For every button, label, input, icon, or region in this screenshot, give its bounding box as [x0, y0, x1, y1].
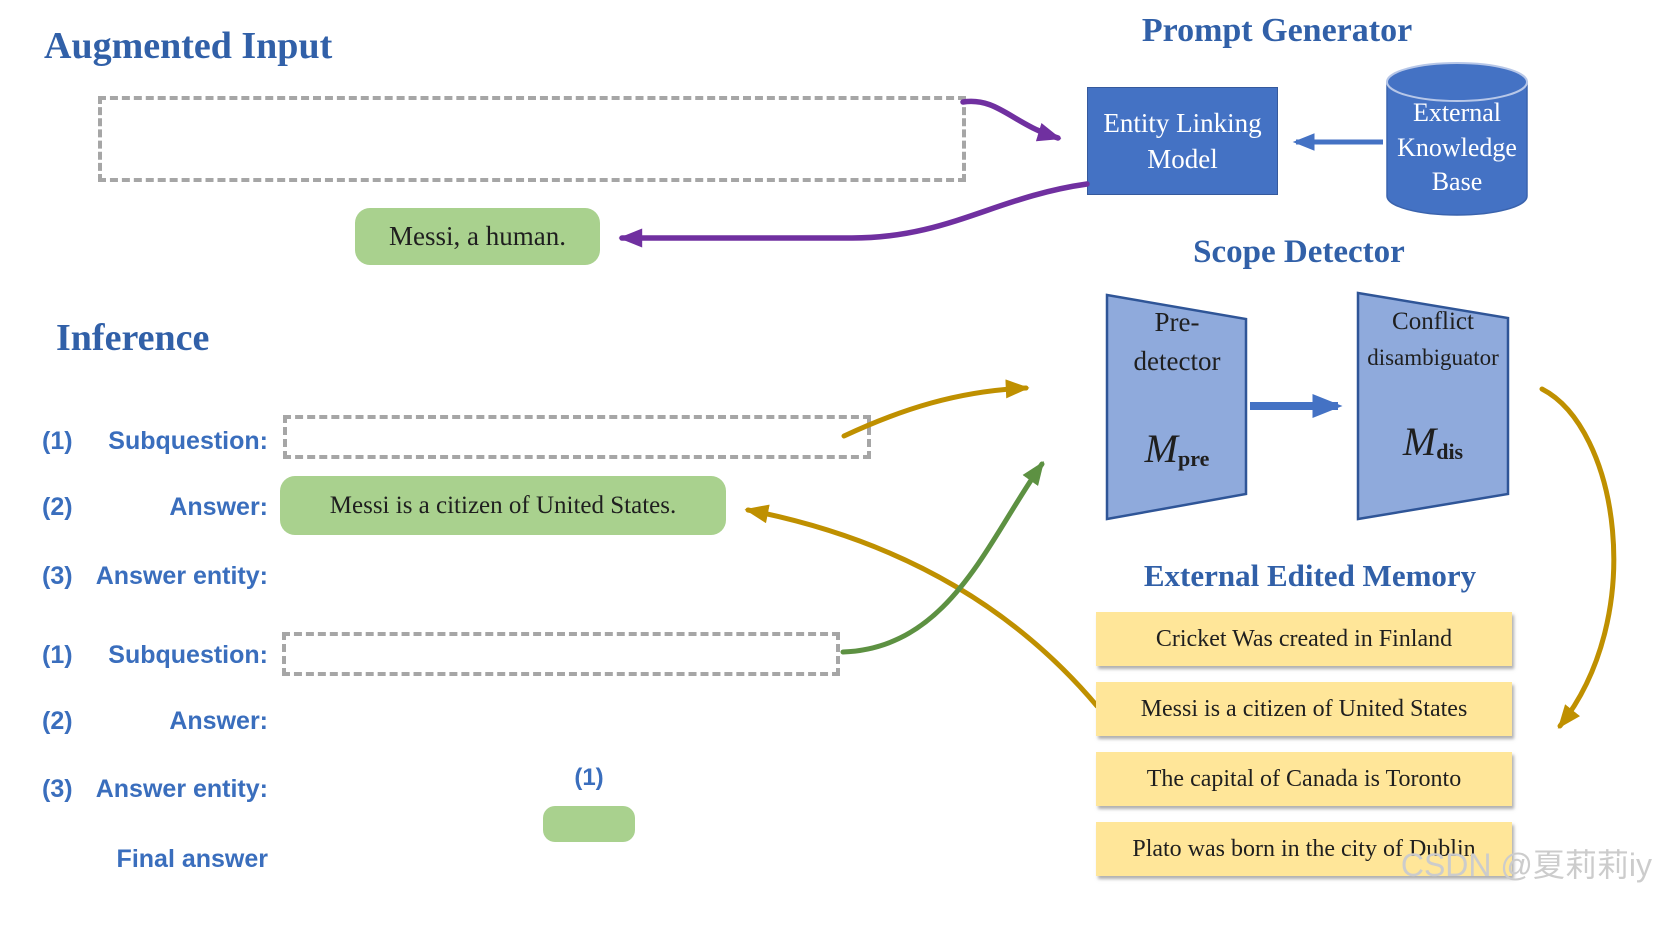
arrow-subquestion1-to-predetector: [841, 379, 1030, 439]
pre-detector-symbol: Mpre: [1107, 425, 1247, 472]
step-number: (1): [42, 427, 73, 455]
arrow-memory-to-answer1: [744, 504, 1100, 709]
inference-row-6: (3) Answer entity:: [0, 775, 300, 805]
step-label: Subquestion:: [108, 641, 268, 669]
step-number: (2): [42, 493, 73, 521]
step-label: Subquestion:: [108, 427, 268, 455]
entity-linking-model-label-line2: Model: [1147, 144, 1218, 174]
inference-title: Inference: [56, 317, 210, 359]
subquestion-1-placeholder-box: [283, 415, 871, 459]
kb-label-line2: Knowledge: [1397, 132, 1517, 162]
step-label: Answer:: [169, 493, 268, 521]
final-answer-box: [543, 806, 635, 842]
pre-detector-m: M: [1144, 426, 1178, 471]
step-number: (3): [42, 775, 73, 803]
arrow-subquestion2-to-predetector: [840, 461, 1045, 655]
inference-row-4: (1) Subquestion:: [0, 641, 300, 671]
pre-detector-sub: pre: [1177, 446, 1210, 472]
disambiguator-line2: disambiguator: [1367, 344, 1499, 370]
entity-linking-model-box: Entity Linking Model: [1087, 87, 1278, 195]
prompt-generator-title: Prompt Generator: [1141, 12, 1413, 49]
disambiguator-line1: Conflict: [1392, 308, 1474, 335]
inference-row-3: (3) Answer entity:: [0, 562, 300, 592]
external-edited-memory-title: External Edited Memory: [1143, 558, 1477, 593]
kb-label-line3: Base: [1431, 167, 1483, 197]
step-number: (3): [42, 562, 73, 590]
step-label: Answer entity:: [95, 775, 268, 803]
step-number: (1): [42, 641, 73, 669]
disambiguator-sub: dis: [1436, 439, 1464, 465]
final-answer-number: (1): [574, 764, 604, 791]
memory-item-2: Messi is a citizen of United States: [1096, 682, 1512, 736]
subquestion-2-placeholder-box: [282, 632, 840, 676]
memory-item-3: The capital of Canada is Toronto: [1096, 752, 1512, 806]
scope-detector-title: Scope Detector: [1193, 234, 1405, 270]
inference-row-5: (2) Answer:: [0, 707, 300, 737]
entity-callout-box: Messi, a human.: [355, 208, 600, 265]
arrow-elm-to-entity-callout: [618, 181, 1090, 248]
inference-row-1: (1) Subquestion:: [0, 427, 300, 457]
memory-item-4: Plato was born in the city of Dublin: [1096, 822, 1512, 876]
memory-item-1: Cricket Was created in Finland: [1096, 612, 1512, 666]
inference-row-2: (2) Answer:: [0, 493, 300, 523]
arrow-input-to-elm: [960, 98, 1062, 142]
augmented-input-placeholder-box: [98, 96, 966, 182]
step-number: (2): [42, 707, 73, 735]
final-answer-label: Final answer: [116, 845, 268, 873]
watermark: CSDN @夏莉莉iy: [1400, 847, 1652, 883]
pre-detector-label: Pre- detector: [1107, 303, 1247, 381]
kb-label-line1: External: [1412, 98, 1502, 128]
external-knowledge-base-label: External Knowledge Base: [1387, 92, 1527, 204]
step-label: Answer:: [169, 707, 268, 735]
pre-detector-line2: detector: [1133, 346, 1221, 377]
conflict-disambiguator-label: Conflict disambiguator: [1354, 303, 1512, 375]
step-label: Answer entity:: [95, 562, 268, 590]
pre-detector-line1: Pre-: [1154, 307, 1200, 337]
entity-linking-model-label-line1: Entity Linking: [1103, 107, 1262, 138]
answer-1-box: Messi is a citizen of United States.: [280, 476, 726, 535]
arrow-disambiguator-to-memory: [1539, 386, 1617, 729]
augmented-input-title: Augmented Input: [44, 25, 333, 67]
disambiguator-m: M: [1402, 419, 1437, 464]
conflict-disambiguator-symbol: Mdis: [1354, 418, 1512, 465]
